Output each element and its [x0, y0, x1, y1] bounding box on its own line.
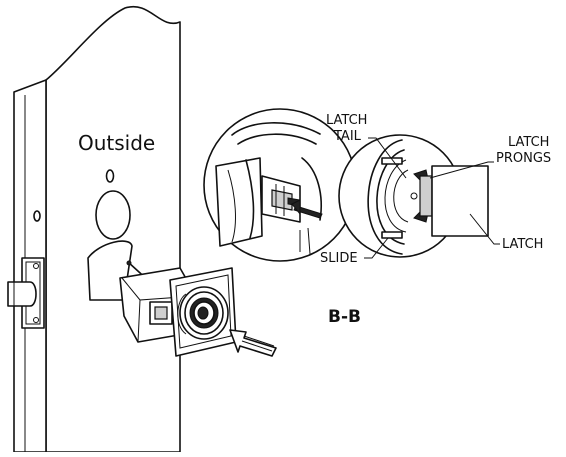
svg-text:LATCH: LATCH: [326, 113, 367, 128]
svg-text:LATCH: LATCH: [508, 135, 549, 150]
svg-text:SLIDE: SLIDE: [320, 251, 358, 266]
detail-circle-closeup: [203, 108, 357, 262]
push-arrow: [229, 329, 277, 357]
label-latch: LATCH: [469, 213, 543, 252]
svg-text:TAIL: TAIL: [333, 129, 362, 144]
label-slide: SLIDE: [320, 237, 389, 266]
faceplate: [7, 257, 45, 329]
svg-text:PRONGS: PRONGS: [496, 151, 551, 166]
label-latch-tail: LATCH TAIL: [326, 113, 407, 179]
svg-text:LATCH: LATCH: [502, 237, 543, 252]
edge-hole: [33, 210, 41, 222]
bore-hole: [95, 190, 131, 240]
trim-assembly: [87, 240, 237, 357]
label-latch-prongs: LATCH PRONGS: [429, 135, 551, 179]
door-panel: [13, 5, 181, 453]
outside-label: Outside: [78, 131, 155, 155]
section-label: B-B: [328, 307, 361, 327]
detail-circle-section: [338, 134, 489, 258]
small-hole: [105, 169, 115, 183]
